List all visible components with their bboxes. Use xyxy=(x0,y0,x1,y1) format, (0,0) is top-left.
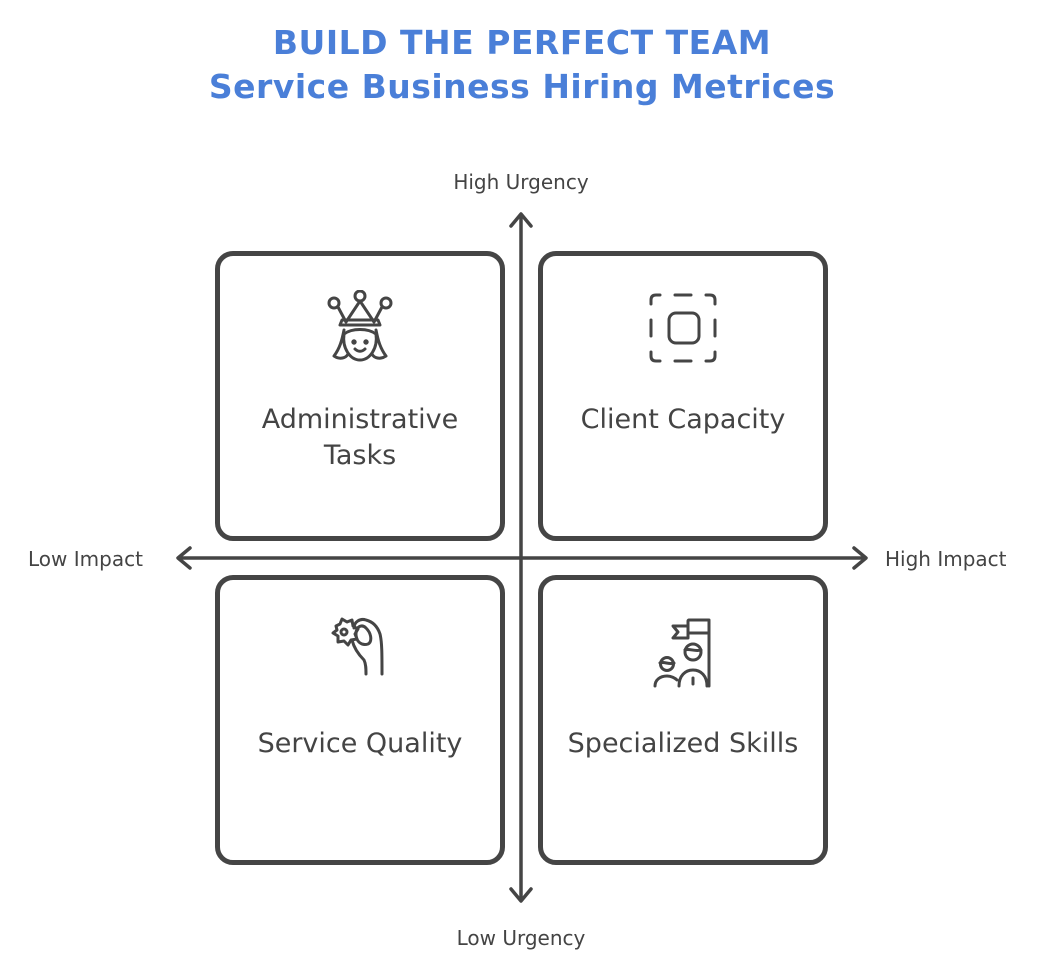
diagram-subtitle: Service Business Hiring Metrices xyxy=(208,67,836,106)
axis-label-high-impact: High Impact xyxy=(885,547,1007,571)
diagram-title: BUILD THE PERFECT TEAM xyxy=(272,23,772,62)
arrow-up-icon xyxy=(509,212,533,228)
arrow-left-icon xyxy=(176,546,192,570)
quadrant-administrative-tasks: Administrative Tasks xyxy=(215,251,505,541)
arrow-right-icon xyxy=(852,546,868,570)
hand-gear-icon xyxy=(331,617,384,676)
princess-crown-icon xyxy=(327,290,393,362)
quadrant-client-capacity: Client Capacity xyxy=(538,251,828,541)
quadrant-label: Client Capacity xyxy=(580,404,786,435)
team-flag-icon xyxy=(653,618,711,688)
quadrant-specialized-skills: Specialized Skills xyxy=(538,575,828,865)
quadrant-service-quality: Service Quality xyxy=(215,575,505,865)
axis-label-low-urgency: Low Urgency xyxy=(456,926,586,950)
axis-label-low-impact: Low Impact xyxy=(28,547,143,571)
arrow-down-icon xyxy=(509,887,533,903)
axis-label-high-urgency: High Urgency xyxy=(453,170,589,194)
quadrant-label: Administrative Tasks xyxy=(261,404,459,471)
quadrant-label: Service Quality xyxy=(257,728,463,759)
quadrant-label: Specialized Skills xyxy=(567,728,799,759)
focus-square-icon xyxy=(649,293,717,363)
